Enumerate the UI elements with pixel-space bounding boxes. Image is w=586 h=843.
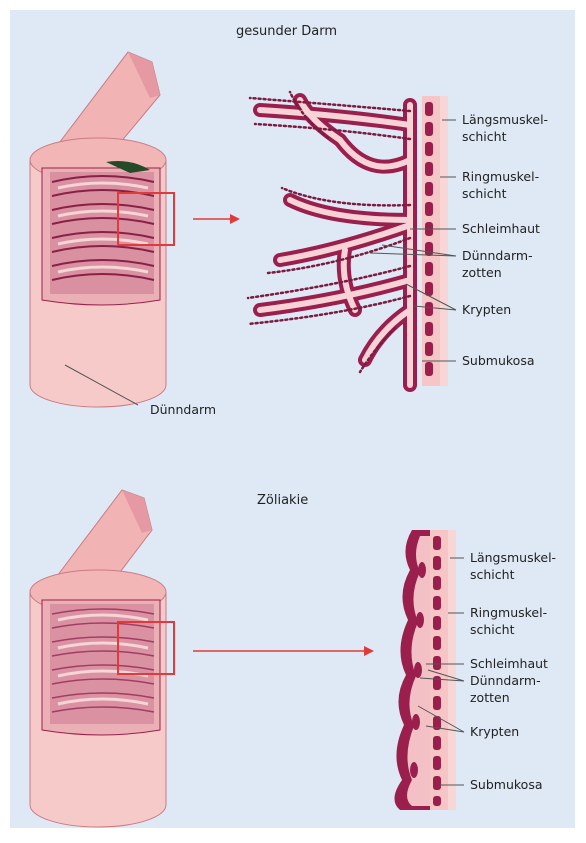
healthy-title: gesunder Darm: [236, 24, 337, 39]
diagram-panel: gesunder Darm Dünndarm Längsmuskel- schi…: [10, 10, 575, 828]
celiac-laengsmuskel-label-2: schicht: [470, 567, 514, 583]
healthy-zotten-label-1: Dünndarm-: [462, 248, 533, 264]
healthy-krypten-label: Krypten: [462, 302, 511, 318]
celiac-krypten-label: Krypten: [470, 724, 519, 740]
celiac-ringmuskel-label-2: schicht: [470, 622, 514, 638]
healthy-ringmuskel-label-2: schicht: [462, 186, 506, 202]
celiac-title: Zöliakie: [257, 493, 308, 508]
healthy-ringmuskel-label-1: Ringmuskel-: [462, 169, 539, 185]
celiac-schleimhaut-label: Schleimhaut: [470, 656, 548, 672]
healthy-schleimhaut-label: Schleimhaut: [462, 221, 540, 237]
duenndarm-label: Dünndarm: [150, 402, 216, 418]
celiac-submukosa-label: Submukosa: [470, 777, 543, 793]
healthy-zotten-label-2: zotten: [462, 265, 502, 281]
healthy-laengsmuskel-label-2: schicht: [462, 129, 506, 145]
celiac-ringmuskel-label-1: Ringmuskel-: [470, 605, 547, 621]
celiac-laengsmuskel-label-1: Längsmuskel-: [470, 550, 556, 566]
healthy-submukosa-label: Submukosa: [462, 353, 535, 369]
healthy-laengsmuskel-label-1: Längsmuskel-: [462, 112, 548, 128]
celiac-zotten-label-2: zotten: [470, 690, 510, 706]
celiac-zotten-label-1: Dünndarm-: [470, 673, 541, 689]
